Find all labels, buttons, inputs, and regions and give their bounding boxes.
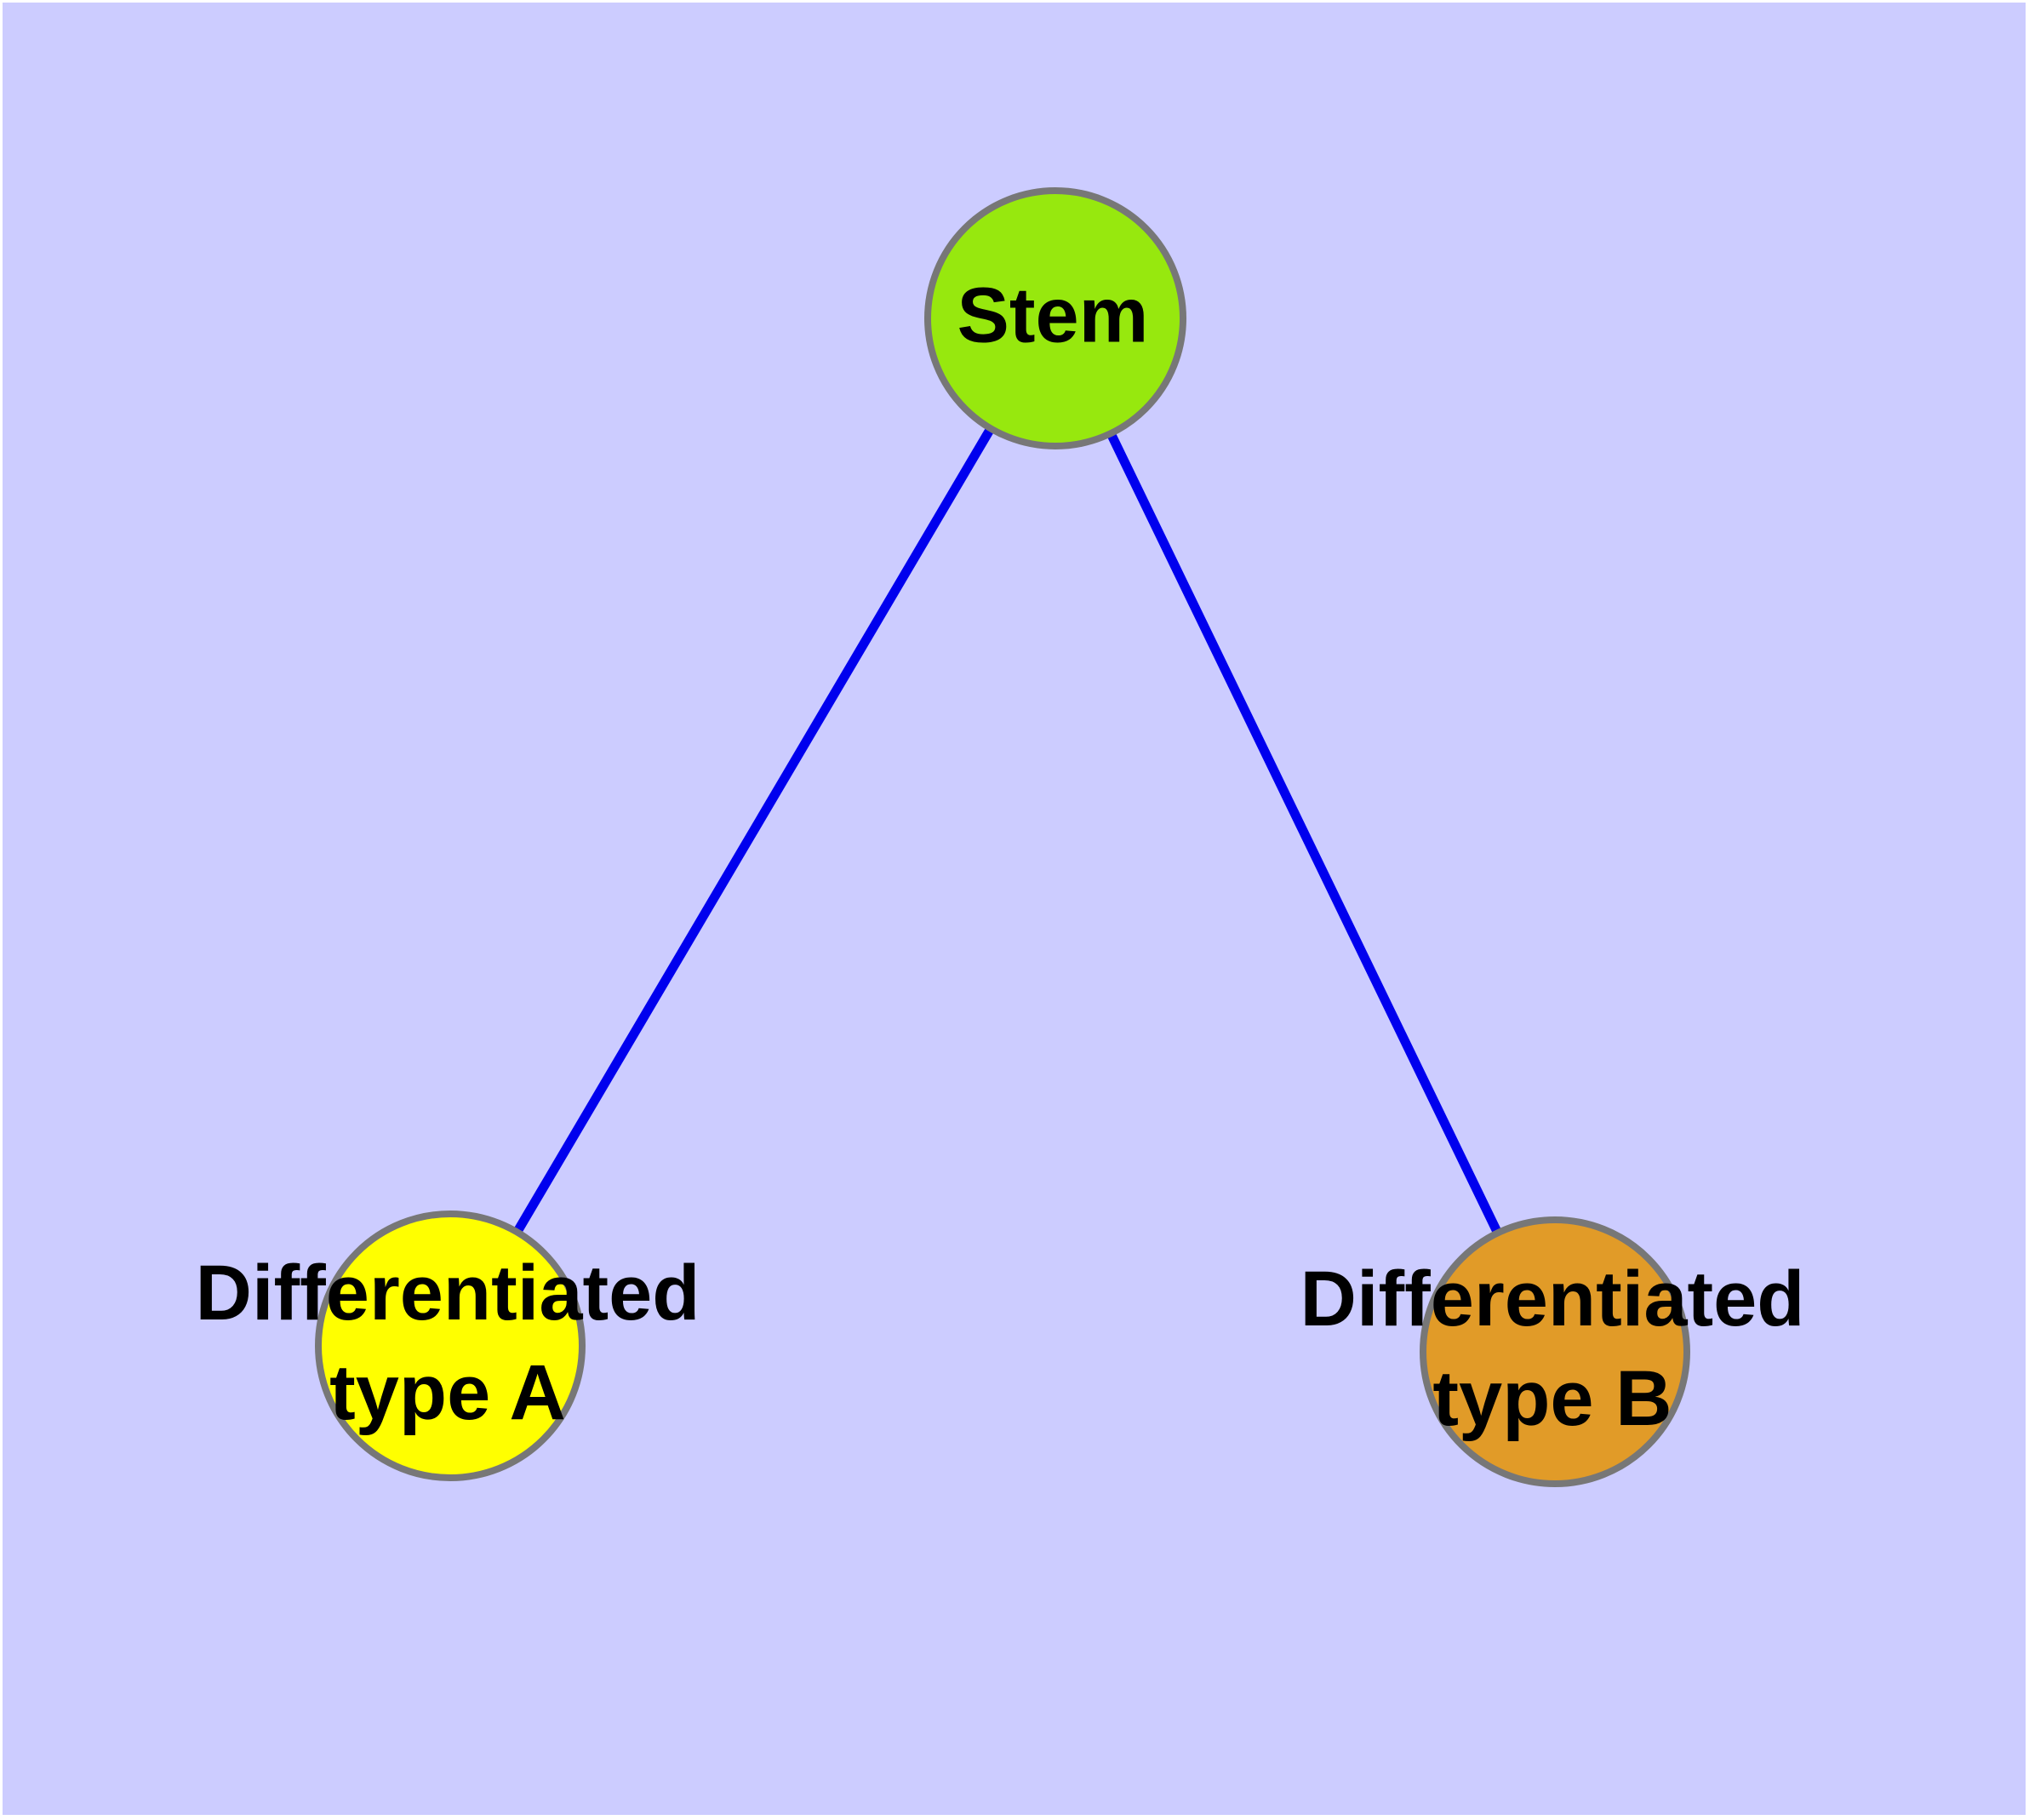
node-differentiated-type-a [315,1210,586,1481]
graph-svg [3,3,2026,1815]
edge-stem-to-type-a [512,427,994,1237]
node-differentiated-type-b [1420,1216,1690,1487]
node-stem [924,187,1186,449]
diagram-canvas: Stem Differentiated type A Differentiate… [3,3,2026,1815]
edge-stem-to-type-b [1107,432,1503,1238]
